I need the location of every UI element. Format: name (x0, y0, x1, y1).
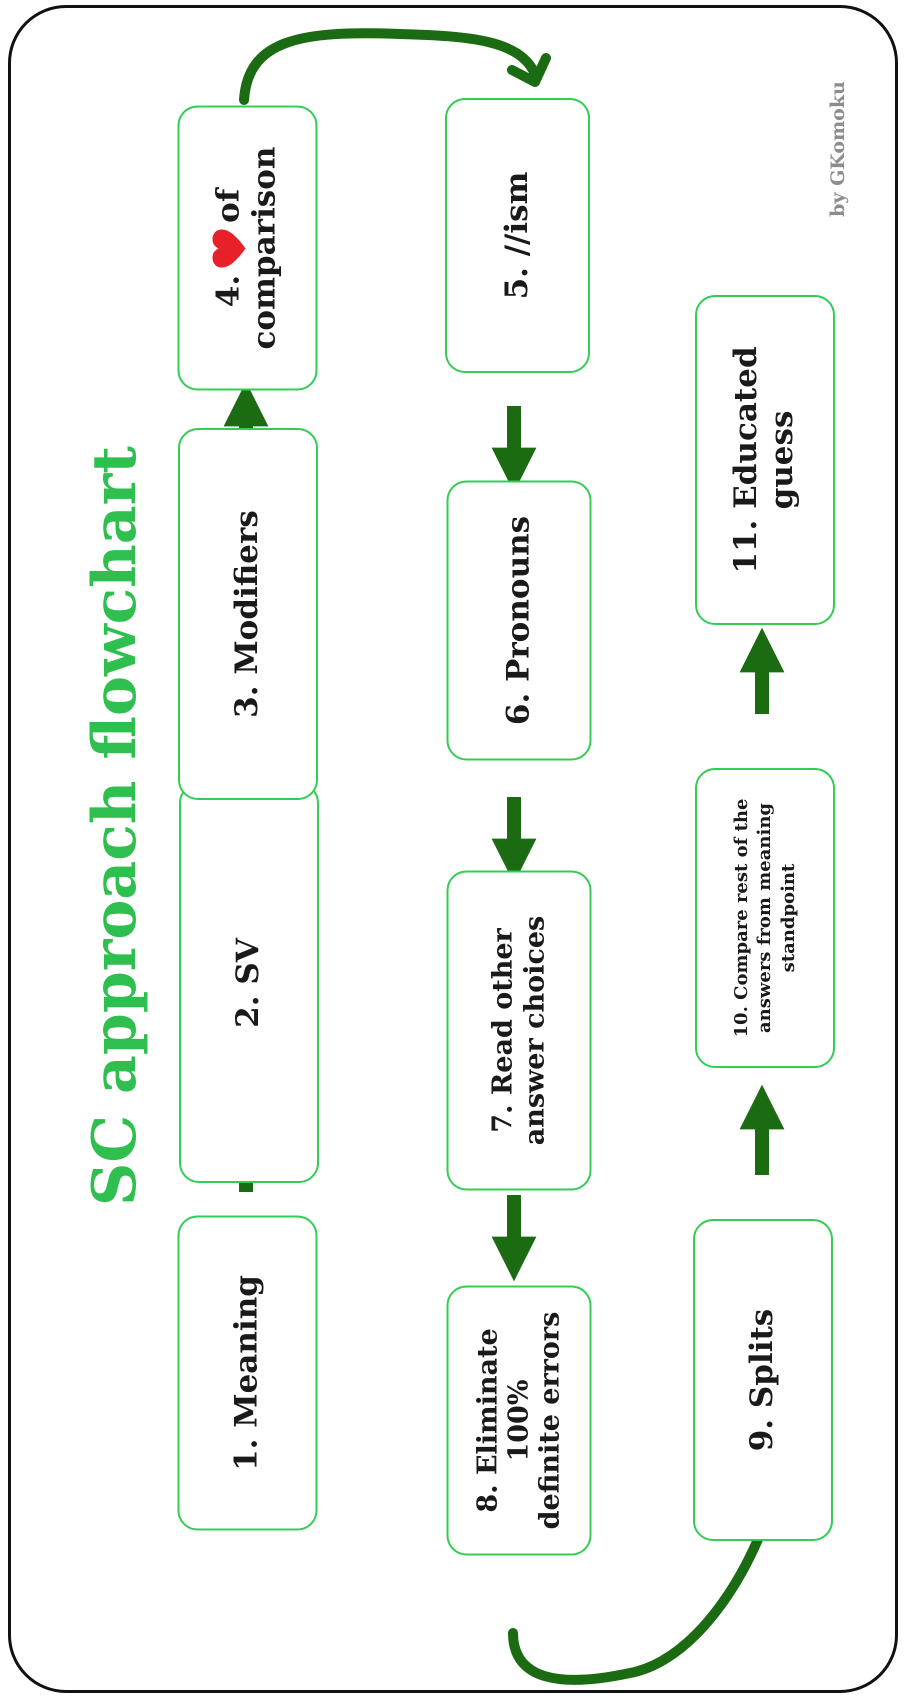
step-4-heart-of-comparison: 4. of comparison (177, 105, 318, 391)
step-10-compare-rest-from-meaning: 10. Compare rest of the answers from mea… (695, 768, 835, 1068)
step-9-splits: 9. Splits (693, 1219, 833, 1541)
step-2-sv: 2. SV (179, 783, 319, 1183)
heart-icon (212, 229, 246, 268)
step-1-meaning: 1. Meaning (177, 1215, 318, 1531)
step-8-eliminate-definite-errors: 8. Eliminate 100% definite errors (446, 1285, 592, 1556)
author-credit: by GKomoku (827, 81, 849, 217)
step-6-pronouns: 6. Pronouns (446, 480, 592, 761)
step-7-read-other-answer-choices: 7. Read other answer choices (446, 870, 592, 1191)
flowchart-title: SC approach flowchart (80, 446, 150, 1206)
step-5-parallelism: 5. //ism (445, 98, 590, 373)
step-11-educated-guess: 11. Educated guess (695, 295, 835, 625)
step-3-modifiers: 3. Modifiers (178, 428, 318, 800)
